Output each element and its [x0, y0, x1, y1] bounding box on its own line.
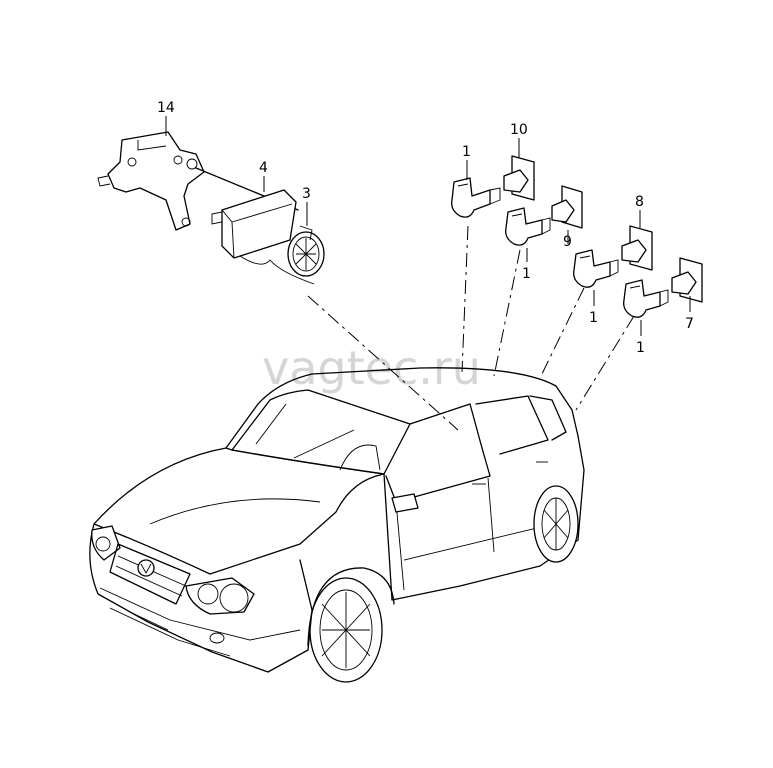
- callout-3: 3: [302, 186, 311, 202]
- callout-10: 10: [510, 122, 528, 138]
- callout-14: 14: [157, 100, 175, 116]
- callout-4: 4: [259, 160, 268, 176]
- parking-sensor-1d: [623, 279, 669, 318]
- callout-1-bottom: 1: [636, 340, 645, 356]
- callout-8: 8: [635, 194, 644, 210]
- callout-1-top: 1: [462, 144, 471, 160]
- parking-sensor-1a: [451, 177, 501, 218]
- callout-labels: 14 4 3 10 1 1 9 8 1 7 1: [157, 100, 694, 356]
- part-4-control-unit: [211, 189, 315, 285]
- parking-sensor-1c: [573, 249, 619, 288]
- part-10-sensor-holder: [503, 155, 535, 201]
- callout-7: 7: [685, 316, 694, 332]
- callout-leaders: [165, 116, 691, 336]
- parking-sensor-1b: [505, 207, 551, 246]
- car-illustration: [89, 367, 585, 683]
- part-7-sensor-holder: [671, 257, 703, 303]
- installation-leader-lines: [307, 225, 635, 431]
- part-9-sensor-holder: [551, 185, 583, 229]
- callout-1-third: 1: [589, 310, 598, 326]
- part-3-buzzer: [287, 225, 325, 277]
- callout-9: 9: [563, 234, 572, 250]
- part-8-sensor-holder: [621, 225, 653, 271]
- callout-1-second: 1: [522, 266, 531, 282]
